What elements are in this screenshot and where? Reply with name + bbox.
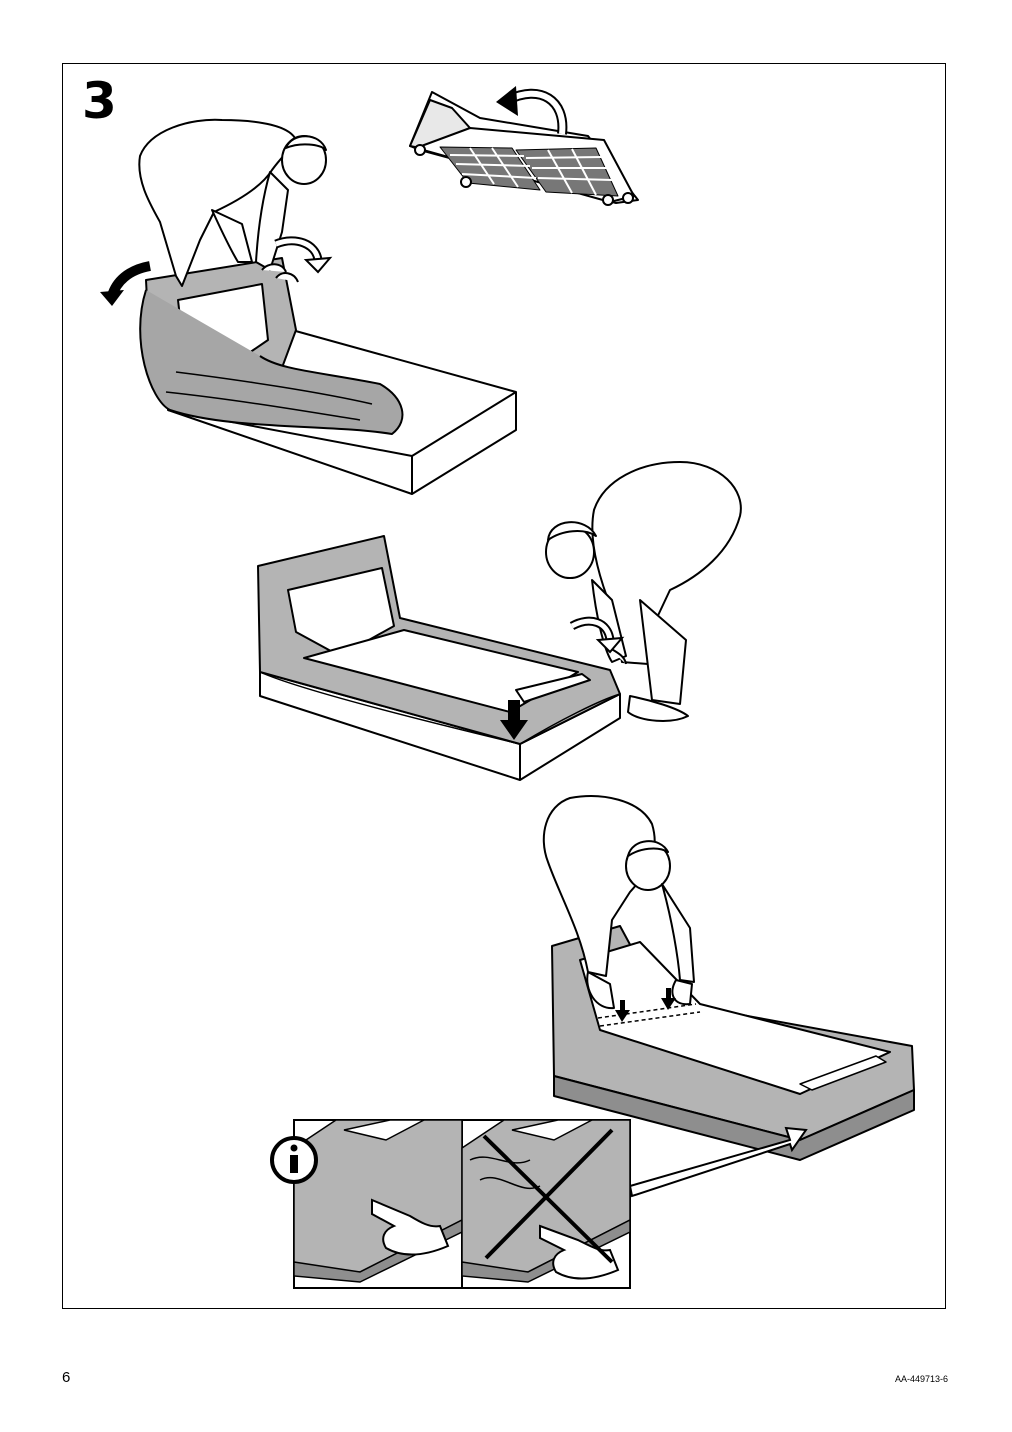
small-down-arrow-icon (615, 988, 676, 1022)
down-arrow-icon (500, 700, 528, 740)
curved-arrow-left-icon (100, 261, 152, 306)
pointing-hand-icon (371, 1198, 620, 1280)
info-icon (270, 1136, 318, 1184)
curved-arrow-down-icon (569, 616, 625, 654)
scene-tuck-cover-back (542, 795, 915, 1161)
page-number: 6 (62, 1369, 71, 1386)
scene-pull-cover-front (257, 461, 742, 781)
document-code: AA-449713-6 (894, 1374, 948, 1384)
curved-arrow-right-icon (274, 236, 333, 274)
rotate-arrow-icon (496, 86, 568, 135)
step-number: 3 (82, 72, 117, 130)
scene-pull-cover-backrest (138, 118, 517, 495)
cross-mark-icon (482, 1128, 614, 1264)
base-frame-illustration (409, 91, 639, 206)
pointer-arrow-icon (628, 1126, 808, 1198)
instruction-frame (62, 63, 946, 1309)
